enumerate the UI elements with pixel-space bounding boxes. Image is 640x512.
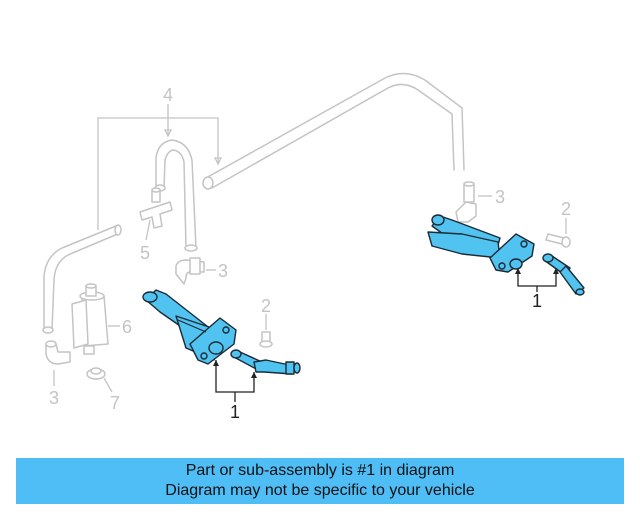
parts-diagram: 4 5 3 3 6 3 7 2 2 1 1: [42, 72, 585, 422]
elbow-connector-right: [455, 181, 477, 223]
caption-line-1: Part or sub-assembly is #1 in diagram: [185, 462, 455, 479]
left-washer-hose: [42, 224, 122, 334]
bolt-left: [259, 331, 273, 348]
callout-2-left: 2: [261, 296, 271, 316]
callout-6: 6: [122, 317, 132, 337]
diagram-caption: Part or sub-assembly is #1 in diagram Di…: [16, 458, 624, 504]
callout-1-left: 1: [230, 402, 240, 422]
headlamp-washer-nozzle-right: [427, 214, 535, 273]
elbow-connector-bottom: [45, 340, 71, 365]
u-shaped-hose: [154, 139, 198, 252]
leader-lines-grey: [53, 104, 567, 393]
long-washer-hose: [202, 72, 465, 190]
t-connector: [139, 187, 173, 229]
leader-lines-dark: [213, 268, 559, 402]
nozzle-connector-left: [230, 349, 301, 375]
headlamp-washer-nozzle-left: [142, 289, 237, 365]
elbow-connector-middle: [175, 257, 205, 285]
callout-3-bottom: 3: [49, 388, 59, 408]
callout-4: 4: [163, 85, 173, 105]
nozzle-connector-right: [542, 253, 585, 296]
caption-line-2: Diagram may not be specific to your vehi…: [165, 482, 475, 499]
callout-5: 5: [140, 243, 150, 263]
grommet: [86, 367, 106, 380]
callout-3-middle: 3: [218, 261, 228, 281]
callout-1-right: 1: [532, 291, 542, 311]
callout-2-right: 2: [561, 199, 571, 219]
callout-3-right: 3: [495, 187, 505, 207]
washer-pump: [71, 283, 109, 355]
callout-7: 7: [110, 393, 120, 413]
bolt-right: [545, 233, 571, 248]
